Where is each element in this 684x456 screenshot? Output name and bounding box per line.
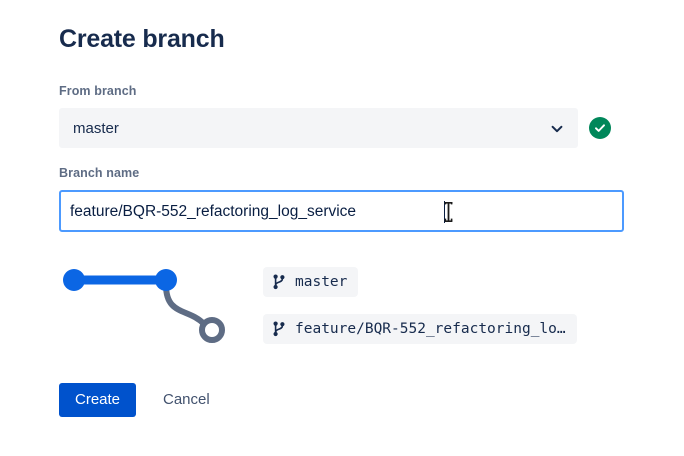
from-branch-label: From branch — [59, 84, 137, 98]
chevron-down-icon[interactable] — [550, 122, 564, 136]
branch-chip-feature: feature/BQR-552_refactoring_lo… — [263, 314, 577, 344]
page-title: Create branch — [59, 25, 225, 53]
from-branch-selected-value: master — [73, 120, 119, 137]
from-branch-select[interactable]: master — [59, 108, 578, 148]
create-button[interactable]: Create — [59, 383, 137, 417]
branch-name-label: Branch name — [59, 166, 140, 180]
graph-node-new-branch — [199, 317, 225, 343]
graph-node-root — [63, 269, 85, 291]
git-branch-icon — [272, 274, 286, 290]
from-branch-row: master — [59, 108, 634, 148]
branch-name-input[interactable]: feature/BQR-552_refactoring_log_service — [59, 190, 624, 232]
graph-node-head — [155, 269, 177, 291]
branch-chip-label: master — [295, 274, 348, 290]
cancel-button[interactable]: Cancel — [155, 383, 218, 417]
branch-chip-master: master — [263, 267, 359, 297]
check-circle-icon — [589, 117, 611, 139]
branch-graph — [52, 258, 237, 353]
text-caret — [444, 201, 445, 223]
git-branch-icon — [272, 321, 286, 337]
branch-name-input-value: feature/BQR-552_refactoring_log_service — [70, 203, 357, 220]
branch-chip-label: feature/BQR-552_refactoring_lo… — [295, 321, 566, 337]
